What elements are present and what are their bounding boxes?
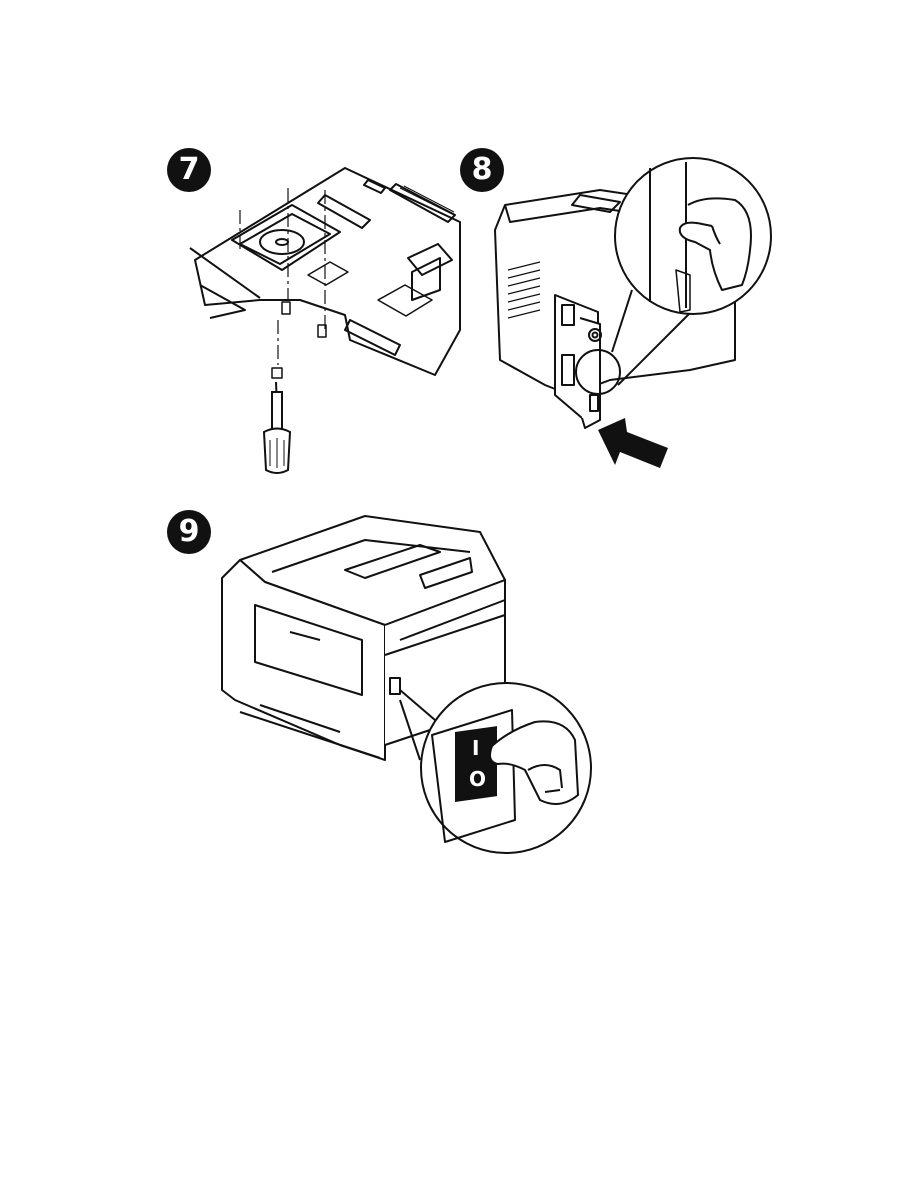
switch-on-symbol: I <box>472 736 479 760</box>
switch-off-symbol: O <box>469 767 486 791</box>
